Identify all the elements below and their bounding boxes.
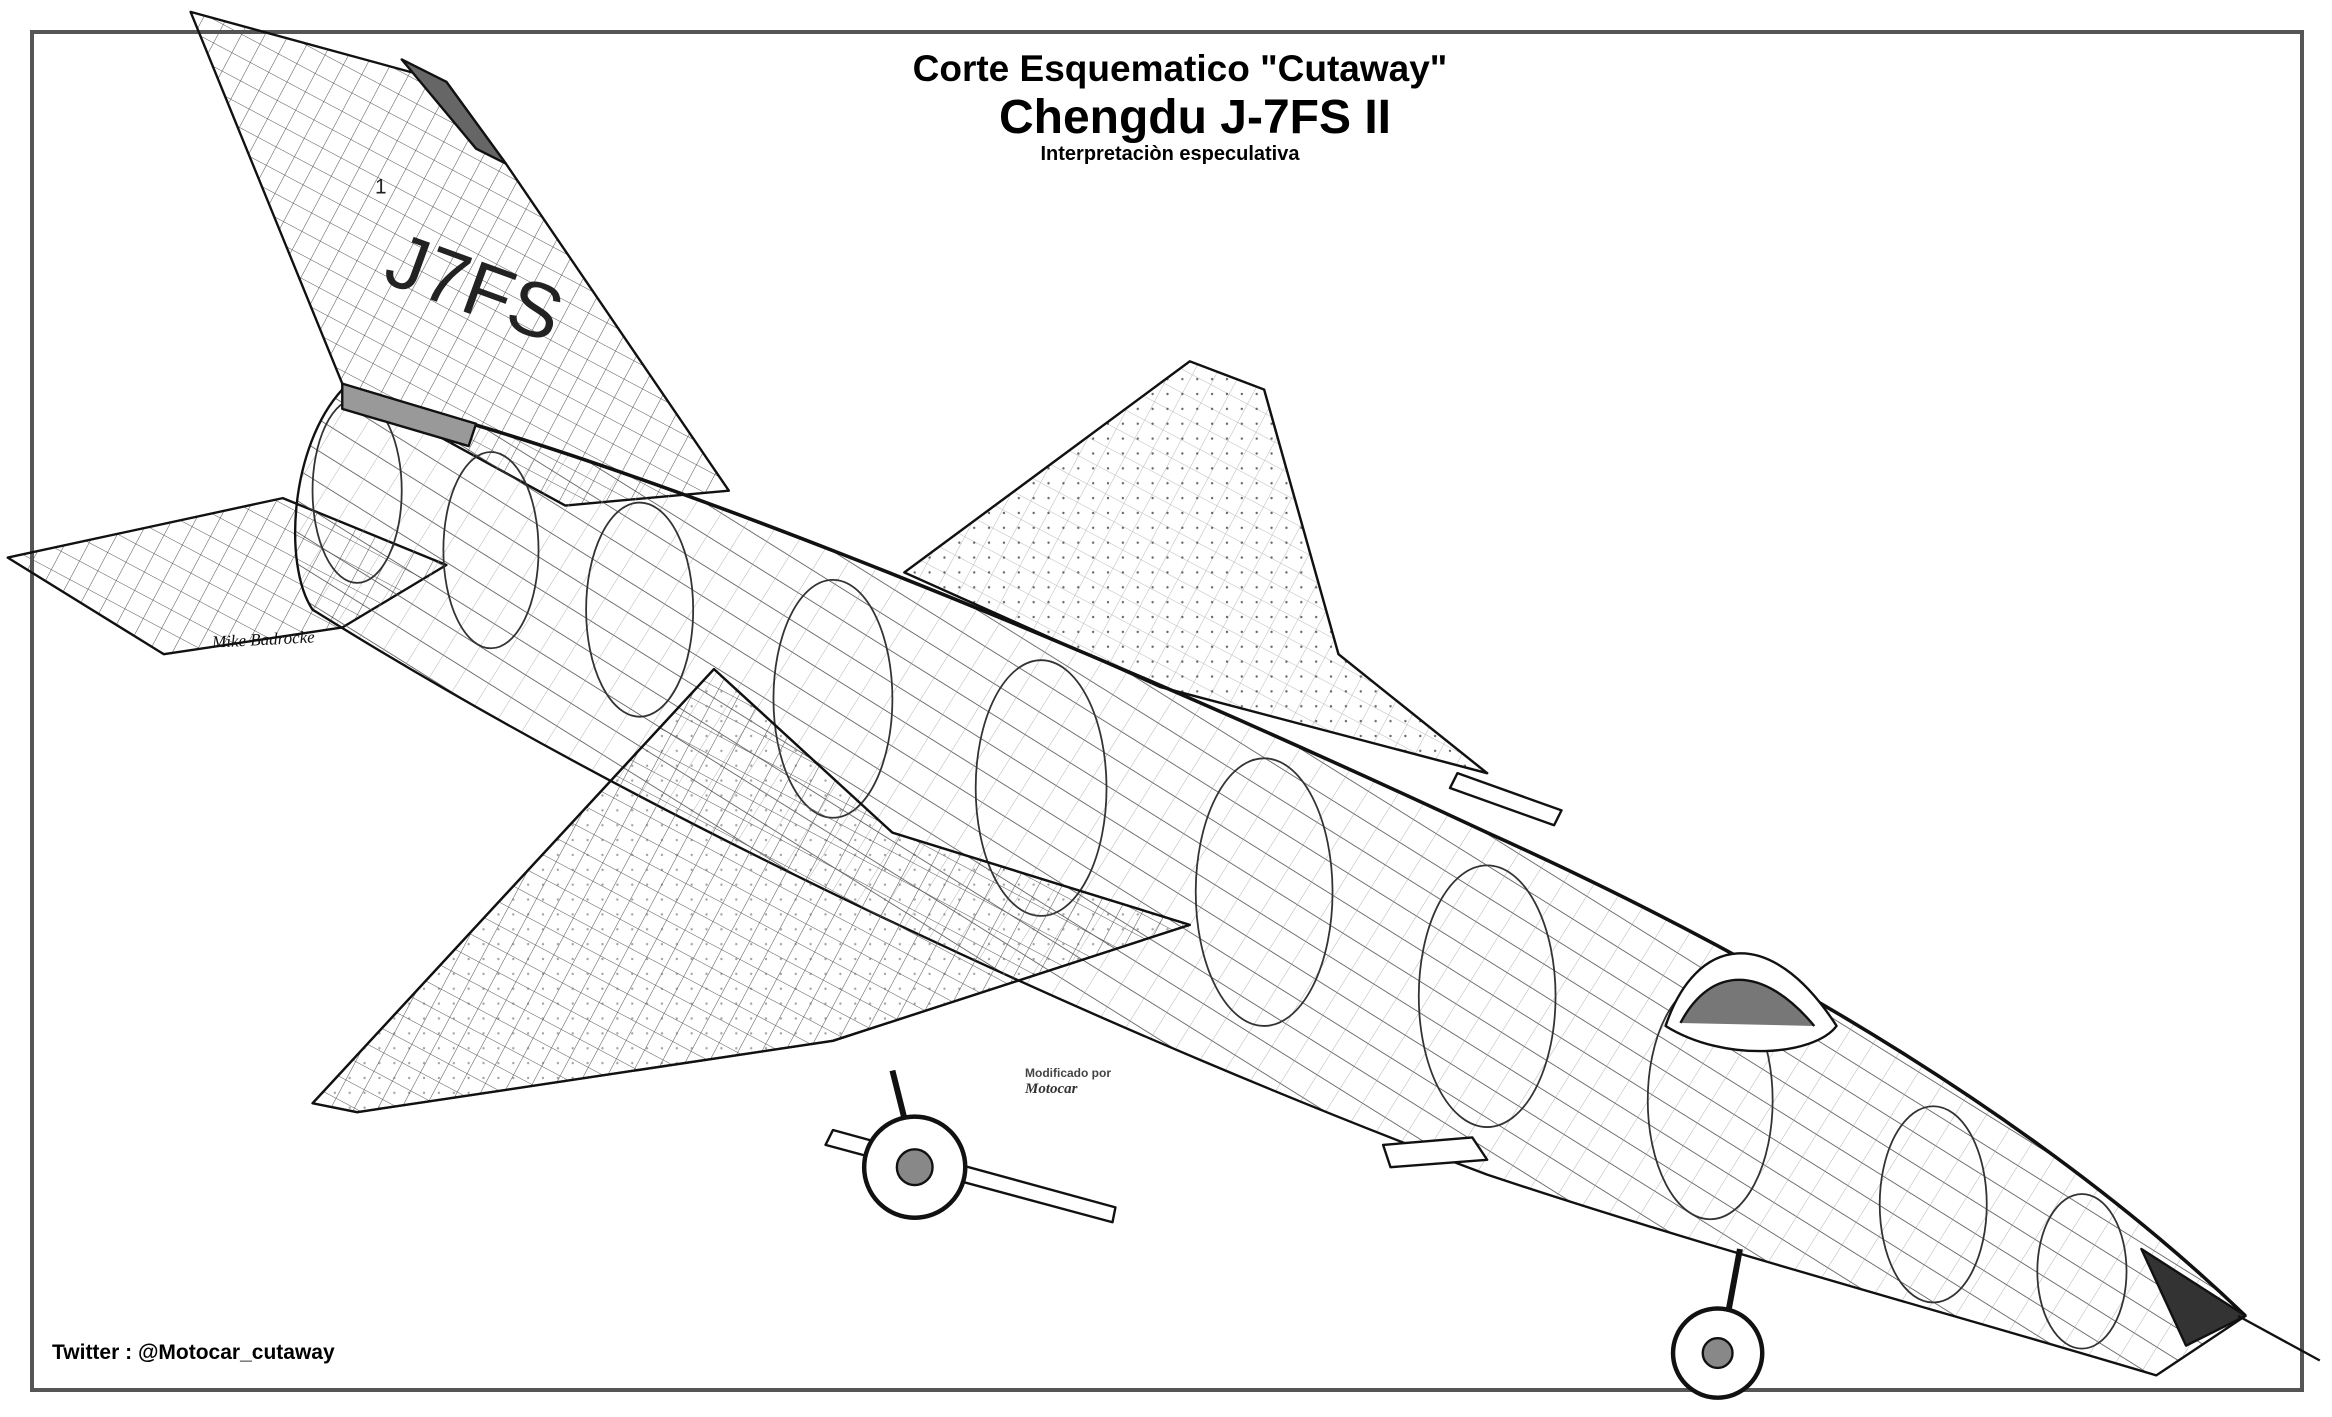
border-frame — [30, 30, 2304, 1392]
fin-number: 1 — [375, 175, 387, 198]
twitter-handle: Twitter : @Motocar_cutaway — [52, 1341, 335, 1364]
title-aircraft-name: Chengdu J-7FS II — [998, 91, 1391, 144]
title-line-1: Corte Esquematico "Cutaway" — [912, 48, 1448, 89]
modified-by-label: Modificado por — [1025, 1066, 1111, 1080]
nose-cone — [2140, 1247, 2247, 1347]
fuel-tank — [1381, 1136, 1489, 1169]
subtitle: Interpretaciòn especulativa — [1040, 143, 1300, 165]
modified-by-name: Motocar — [1025, 1081, 1078, 1097]
